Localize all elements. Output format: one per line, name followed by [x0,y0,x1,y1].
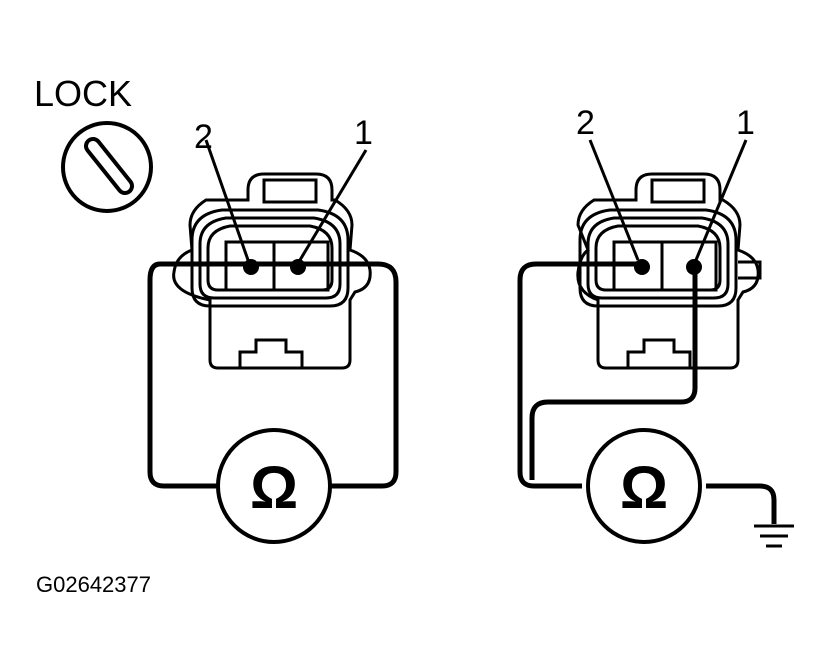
right-pin-2-probe [634,259,650,275]
right-pin-2-label: 2 [576,104,595,142]
figure-code: G02642377 [36,572,151,597]
right-meter-symbol: Ω [620,454,668,521]
right-pin-1-label: 1 [736,104,755,142]
ohmmeter-icon: Ω [586,428,702,544]
right-probe-wires [517,261,777,524]
left-pin-1-label: 1 [354,114,373,152]
left-connector [172,172,372,370]
right-pin-1-leader [694,139,748,261]
lock-symbol-icon [61,121,153,213]
left-probe-wires [147,261,399,489]
left-pin-1-leader [298,149,368,261]
left-pin-1-probe [290,259,306,275]
ground-icon [754,524,794,548]
right-pin-1-probe [686,259,702,275]
ohmmeter-icon: Ω [216,428,332,544]
right-connector [576,172,762,370]
right-pin-2-leader [588,139,640,261]
left-pin-2-label: 2 [194,118,213,156]
left-pin-2-probe [243,259,259,275]
left-meter-symbol: Ω [250,454,298,521]
left-pin-2-leader [204,139,250,261]
lock-label: LOCK [34,73,132,114]
